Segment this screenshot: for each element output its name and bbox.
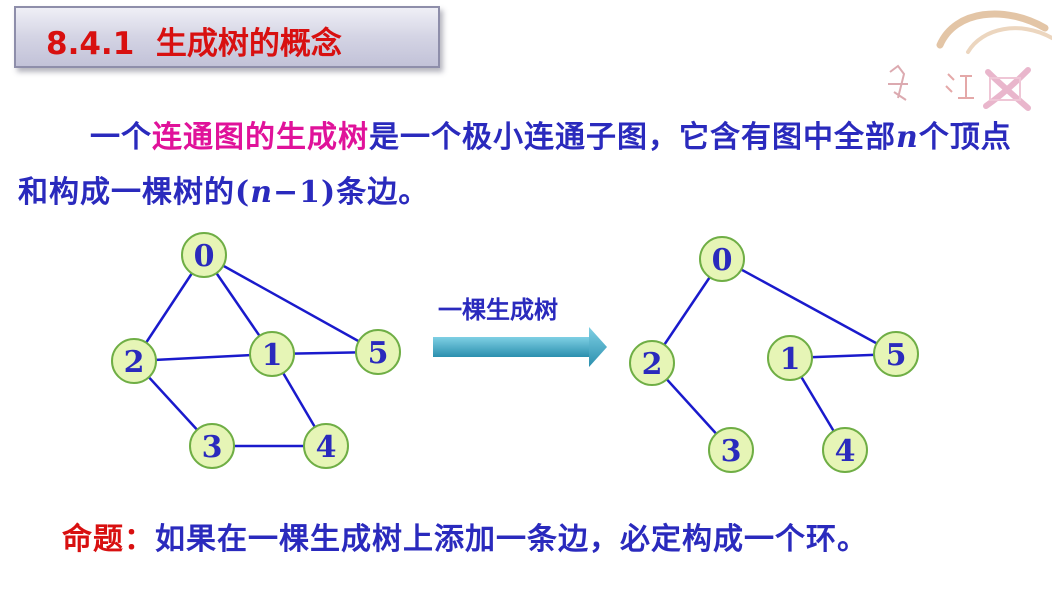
node-circle [355, 329, 401, 375]
node-label: 2 [124, 345, 145, 380]
node-5: 5 [355, 329, 401, 375]
node-label: 5 [886, 338, 907, 373]
spanning-tree-term: 连通图的生成树 [152, 120, 369, 155]
node-circle [249, 331, 295, 377]
arrow-label: 一棵生成树 [438, 296, 558, 324]
node-circle [708, 427, 754, 473]
title-banner: 8.4.1 生成树的概念 [14, 6, 440, 68]
school-logo-icon [888, 10, 1052, 111]
node-label: 3 [721, 434, 742, 469]
section-number: 8.4.1 [46, 26, 135, 62]
edge-0-5 [721, 257, 897, 356]
node-circle [699, 236, 745, 282]
node-label: 0 [194, 239, 215, 274]
transform-arrow-icon [433, 327, 607, 367]
node-circle [189, 423, 235, 469]
node-circle [767, 335, 813, 381]
spanning-tree-graph: 0 1 2 3 4 5 [629, 236, 919, 473]
node-circle [873, 331, 919, 377]
variable-n: n [896, 120, 919, 155]
definition-text-4: −1)条边。 [273, 175, 430, 210]
node-label: 4 [835, 434, 856, 469]
definition-text-3: 个顶点和构成一棵树的( [18, 120, 1012, 210]
node-circle [181, 232, 227, 278]
definition-paragraph: 一个连通图的生成树是一个极小连通子图，它含有图中全部n个顶点和构成一棵树的(n−… [18, 110, 1032, 220]
node-label: 5 [368, 336, 389, 371]
node-label: 3 [202, 430, 223, 465]
node-3: 3 [189, 423, 235, 469]
node-4: 4 [303, 423, 349, 469]
definition-text-1: 一个 [90, 120, 152, 155]
spanning-tree-diagram: 0 1 2 3 4 5 0 1 2 3 4 5 [111, 232, 919, 473]
node-label: 1 [262, 338, 283, 373]
node-0: 0 [699, 236, 745, 282]
node-2: 2 [629, 340, 675, 386]
definition-text-2: 是一个极小连通子图，它含有图中全部 [369, 120, 896, 155]
node-circle [822, 427, 868, 473]
node-0: 0 [181, 232, 227, 278]
node-1: 1 [249, 331, 295, 377]
proposition-text: 如果在一棵生成树上添加一条边，必定构成一个环。 [155, 522, 868, 557]
original-graph: 0 1 2 3 4 5 [111, 232, 401, 469]
node-label: 1 [780, 342, 801, 377]
node-circle [111, 338, 157, 384]
page-title: 8.4.1 生成树的概念 [46, 18, 342, 63]
edge-0-5 [203, 253, 379, 354]
node-label: 0 [712, 243, 733, 278]
node-3: 3 [708, 427, 754, 473]
node-label: 4 [316, 430, 337, 465]
node-circle [629, 340, 675, 386]
variable-n: n [250, 175, 274, 210]
section-title: 生成树的概念 [155, 26, 342, 62]
node-5: 5 [873, 331, 919, 377]
node-label: 2 [642, 347, 663, 382]
node-4: 4 [822, 427, 868, 473]
proposition-label: 命题： [62, 522, 155, 557]
node-circle [303, 423, 349, 469]
node-2: 2 [111, 338, 157, 384]
proposition: 命题：如果在一棵生成树上添加一条边，必定构成一个环。 [62, 514, 868, 558]
node-1: 1 [767, 335, 813, 381]
edge-2-1 [133, 352, 273, 363]
